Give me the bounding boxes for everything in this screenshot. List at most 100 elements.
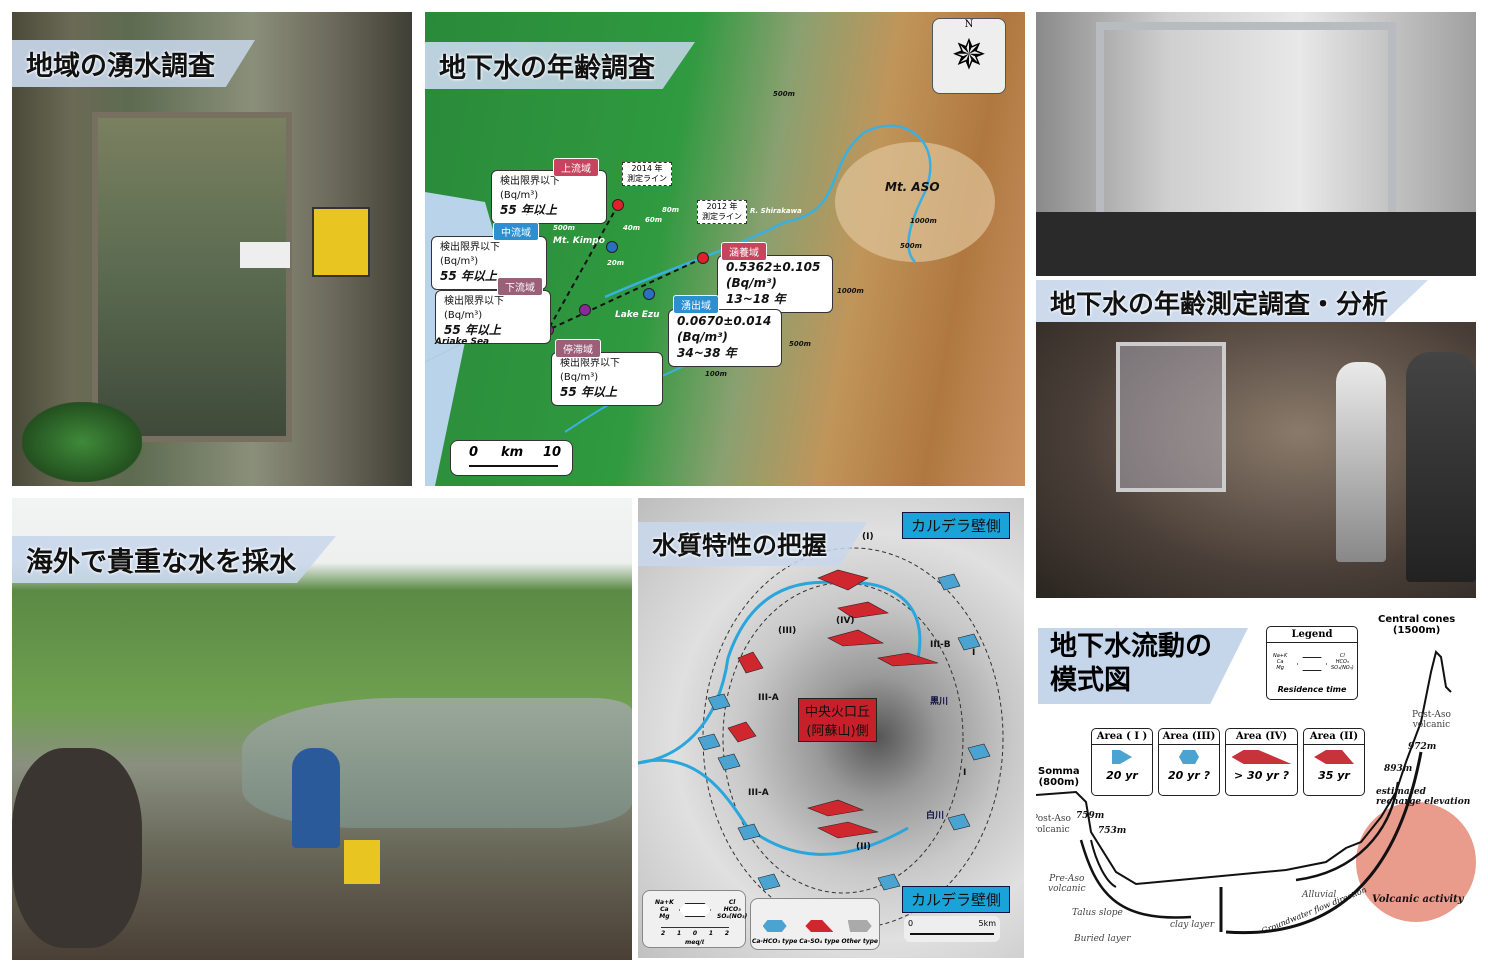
site-upstream[interactable] <box>612 199 624 211</box>
type-label: Other type <box>841 938 878 945</box>
label-pre-aso: Pre-Aso volcanic <box>1048 874 1086 894</box>
zone-label: I <box>963 768 967 778</box>
zone-label: (IV) <box>836 616 855 626</box>
contour-label: 100m <box>705 370 727 378</box>
scale-unit: km <box>501 445 524 460</box>
contour-label: 60m <box>645 216 663 224</box>
compass-north-label: N <box>964 19 974 30</box>
river-label-kurokawa: 黒川 <box>930 697 949 707</box>
site-midstream[interactable] <box>606 241 618 253</box>
label-lake-ezu: Lake Ezu <box>615 310 660 320</box>
residence-time: 20 yr <box>1106 769 1138 782</box>
spring-survey-photo: 地域の湧水調査 <box>12 12 412 486</box>
overseas-sampling-photo: 海外で貴重な水を採水 <box>12 498 632 960</box>
tick: 2 <box>724 930 729 937</box>
callout-value: 0.5362±0.105 (Bq/m³) <box>726 260 821 290</box>
compass-star-icon: ✵ <box>951 30 987 79</box>
callout-value: 検出限界以下 (Bq/m³) <box>444 296 504 321</box>
site-discharge[interactable] <box>643 288 655 300</box>
label-mt-aso: Mt. ASO <box>885 180 940 194</box>
legend-cations: Na+K Ca Mg <box>655 899 674 920</box>
tick: 1 <box>708 930 714 937</box>
scale-max: 10 <box>543 445 562 460</box>
callout-value: 検出限界以下 (Bq/m³) <box>500 176 560 201</box>
area-name: Area (II) <box>1304 729 1364 745</box>
central-cone-label: 中央火口丘 (阿蘇山)側 <box>798 698 878 742</box>
line-2014-note: 2014 年 測定ライン <box>622 162 672 186</box>
scale-max: 5km <box>978 919 996 928</box>
site-recharge[interactable] <box>697 252 709 264</box>
zone-label: (II) <box>856 842 871 852</box>
label-alluvial: Alluvial <box>1302 890 1337 900</box>
water-type-legend: Ca-HCO₃ type Ca-SO₄ type Other type <box>750 898 880 950</box>
hexagon-icon <box>1297 657 1327 671</box>
apparatus-frame <box>1096 22 1396 242</box>
type-ca-hco3: Ca-HCO₃ type <box>752 920 797 945</box>
label-post-aso-right: Post-Aso volcanic <box>1412 710 1451 730</box>
contour-label: 500m <box>773 90 795 98</box>
hexagon-icon <box>679 903 711 917</box>
label-volcanic-activity: Volcanic activity <box>1372 894 1464 905</box>
legend-anions: Cl HCO₃ SO₄(NO₃) <box>717 899 748 920</box>
area-name: Area ( I ) <box>1092 729 1152 745</box>
area-box: Area (IV) > 30 yr ? <box>1225 728 1298 796</box>
legend-cations: Na+K Ca Mg <box>1273 653 1288 671</box>
tag-discharge: 湧出域 <box>673 295 719 314</box>
legend-title: Legend <box>1267 627 1357 643</box>
lab-photo-tunnel <box>1036 322 1476 598</box>
callout-recharge: 0.5362±0.105 (Bq/m³)13~18 年 <box>717 255 833 313</box>
tick: 2 <box>661 930 666 937</box>
lab-photo-top <box>1036 12 1476 276</box>
callout-value: 検出限界以下 (Bq/m³) <box>560 358 620 383</box>
map-scale-bar: 0 km 10 <box>450 440 573 476</box>
model-legend: Legend Na+K Ca Mg Cl HCO₃ SO₄(NO₃) Resid… <box>1266 626 1358 700</box>
person <box>1406 352 1476 582</box>
groundwater-flow-model: 地下水流動の 模式図 Legend Na+K Ca Mg Cl HCO₃ SO₄… <box>1036 612 1476 964</box>
model-cross-section <box>1036 650 1476 935</box>
blue-diagram-icon <box>1179 750 1199 764</box>
zone-label: (III) <box>778 626 797 636</box>
groundwater-age-map: 検出限界以下 (Bq/m³)55 年以上 上流域 検出限界以下 (Bq/m³)5… <box>425 12 1025 486</box>
gray-hexagon-icon <box>847 920 872 932</box>
red-diagram-icon <box>1231 750 1292 764</box>
residence-time: > 30 yr ? <box>1234 769 1289 782</box>
type-label: Ca-SO₄ type <box>799 938 840 945</box>
area-box: Area ( I ) 20 yr <box>1091 728 1153 796</box>
type-label: Ca-HCO₃ type <box>751 938 798 945</box>
panel-title: 地域の湧水調査 <box>12 40 255 87</box>
residence-time: 35 yr <box>1318 769 1350 782</box>
contour-label: 40m <box>623 224 641 232</box>
label-mt-kimpo: Mt. Kimpo <box>553 236 605 246</box>
water-quality-map: カルデラ壁側 中央火口丘 (阿蘇山)側 (I) (IV) (III) III-B… <box>638 498 1024 958</box>
callout-downstream: 検出限界以下 (Bq/m³)55 年以上 <box>435 290 551 344</box>
type-ca-so4: Ca-SO₄ type <box>799 920 840 945</box>
callout-value: 0.0670±0.014 (Bq/m³) <box>677 314 772 344</box>
plants <box>22 402 142 482</box>
area-name: Area (IV) <box>1226 729 1297 745</box>
label-post-aso-left: Post-Aso volcanic <box>1036 814 1071 835</box>
caldera-wall-label-top: カルデラ壁側 <box>902 512 1011 539</box>
label-somma: Somma (800m) <box>1038 766 1080 788</box>
residence-time: 20 yr ? <box>1168 769 1210 782</box>
yellow-case <box>344 840 380 884</box>
callout-age: 55 年以上 <box>500 203 557 217</box>
legend-anions: Cl HCO₃ SO₄(NO₃) <box>1331 653 1354 671</box>
callout-age: 55 年以上 <box>560 385 617 399</box>
lab-bench <box>1036 212 1476 276</box>
label-recharge-elevation: estimated recharge elevation <box>1376 787 1471 807</box>
caldera-wall-label-bottom: カルデラ壁側 <box>902 886 1011 913</box>
red-diagram-icon <box>1314 750 1354 764</box>
label-river: R. Shirakawa <box>750 207 802 215</box>
scale-zero: 0 <box>908 919 914 928</box>
person <box>1336 362 1386 562</box>
contour-label: 500m <box>900 242 922 250</box>
white-box <box>240 242 290 268</box>
tick: 0 <box>692 930 698 937</box>
site-downstream[interactable] <box>579 304 591 316</box>
label-buried-layer: Buried layer <box>1074 934 1131 944</box>
red-hexagon-icon <box>805 920 834 932</box>
contour-label: 20m <box>607 259 625 267</box>
tag-upstream: 上流域 <box>553 158 599 177</box>
measurement-rig <box>1116 342 1226 492</box>
